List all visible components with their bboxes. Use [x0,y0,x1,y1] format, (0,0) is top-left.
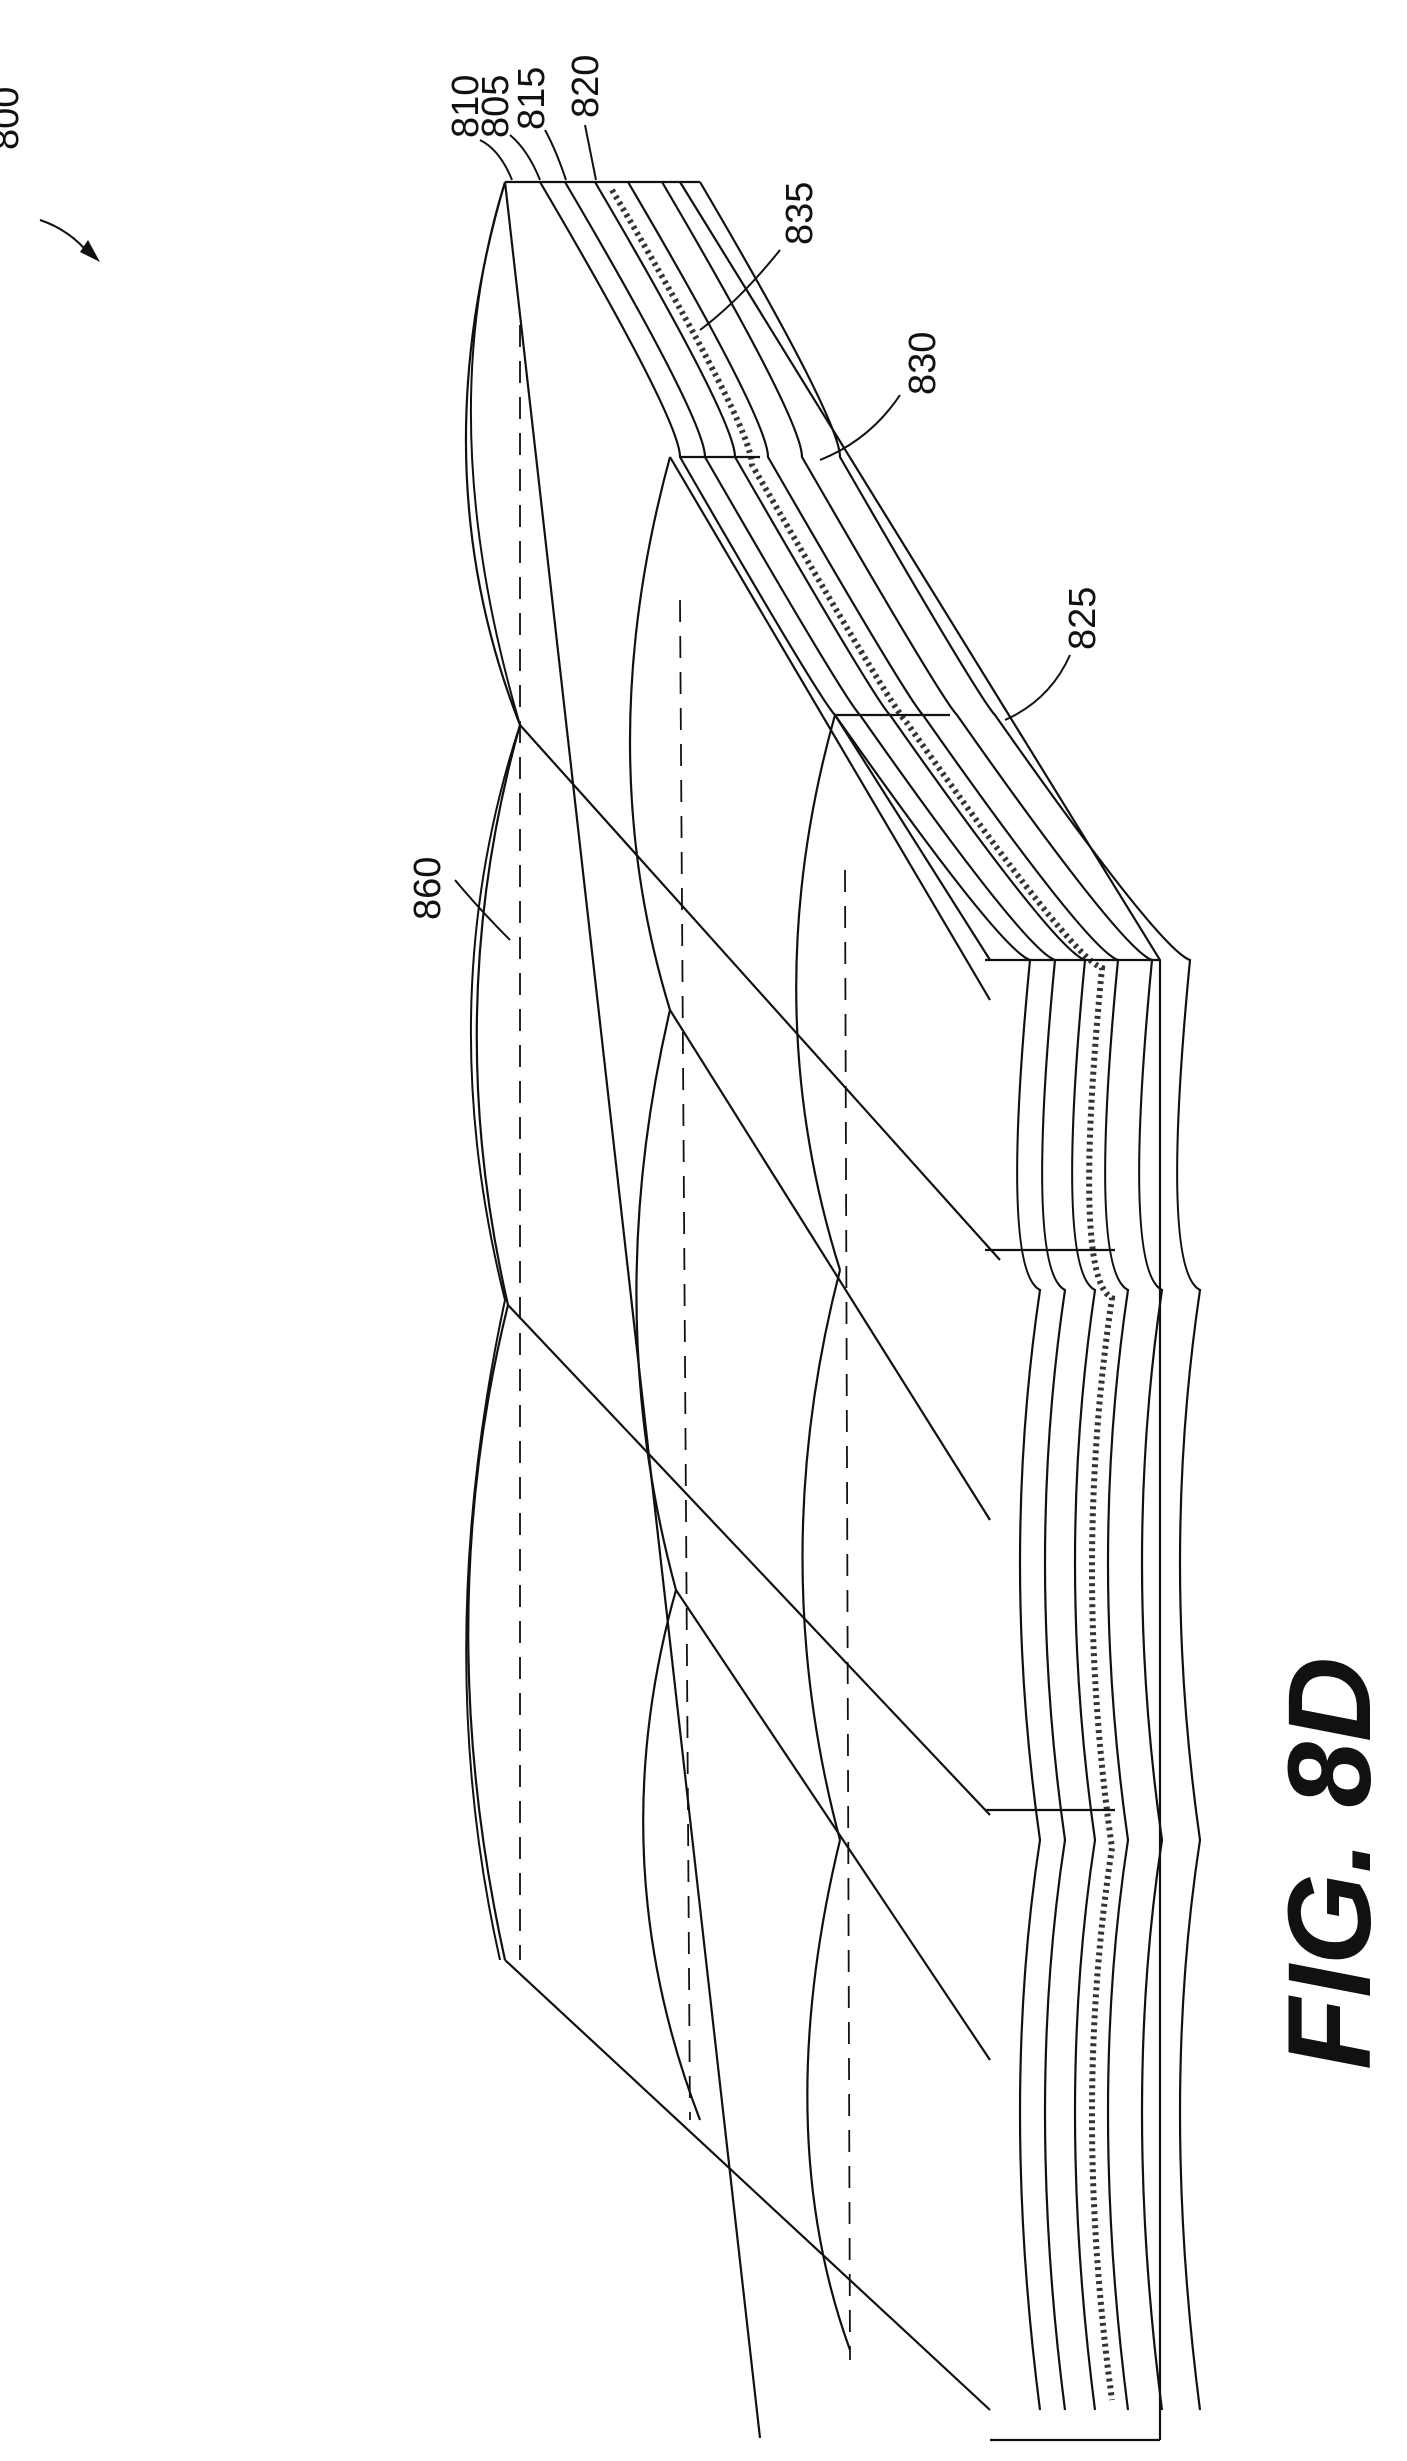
outer-left-edge [466,182,520,1960]
figure-caption: FIG. 8D [1264,1657,1396,2070]
label-820: 820 [565,55,607,118]
label-815: 815 [511,67,553,130]
ref-arrowhead [80,240,100,262]
label-835: 835 [779,182,821,245]
label-800-partial: 800 [0,87,27,150]
outer-top-ridge [505,182,760,2438]
label-860: 860 [407,857,449,920]
stippled-layer [612,190,1112,2400]
leader-lines [40,125,1070,940]
label-825: 825 [1062,587,1104,650]
dashed-lines [520,325,850,2360]
layer-stack [505,182,1200,2440]
label-830: 830 [902,332,944,395]
lens-domes [466,182,850,2350]
reference-labels: 810 805 815 820 835 830 825 860 800 [0,55,1104,920]
structure-drawing [40,125,1200,2440]
cross-diagonals [505,457,1000,2410]
